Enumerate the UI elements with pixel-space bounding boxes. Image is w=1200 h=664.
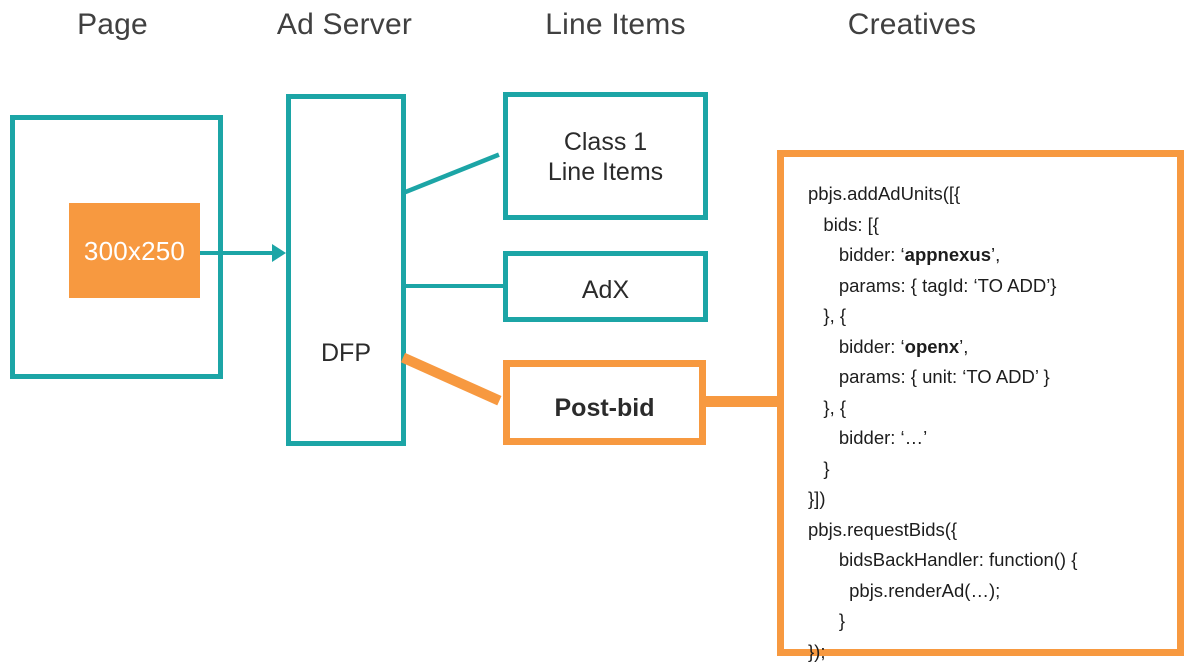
post-bid-box: Post-bid bbox=[503, 360, 706, 445]
dfp-box: DFP bbox=[286, 94, 406, 446]
creative-slot-300x250: 300x250 bbox=[69, 203, 200, 298]
code-line: }, { bbox=[808, 396, 847, 418]
column-header-page: Page bbox=[77, 8, 148, 41]
column-header-creatives: Creatives bbox=[847, 8, 977, 41]
creatives-code-text: pbjs.addAdUnits([{ bids: [{ bidder: ‘app… bbox=[808, 179, 1169, 664]
connector-dfp-to-class1 bbox=[402, 152, 500, 195]
code-line: params: { tagId: ‘TO ADD’} bbox=[808, 274, 1057, 296]
code-line: }, { bbox=[808, 305, 847, 326]
class1-line-items-box: Class 1 Line Items bbox=[503, 92, 708, 220]
code-line: pbjs.addAdUnits([{ bbox=[808, 183, 961, 204]
code-line: bidder: ‘…’ bbox=[808, 427, 928, 448]
column-header-line-items: Line Items bbox=[545, 8, 686, 41]
code-line: }]) bbox=[808, 488, 826, 509]
connector-dfp-to-postbid bbox=[400, 352, 502, 406]
code-line: bids: [{ bbox=[808, 213, 879, 235]
connector-page-to-dfp-line bbox=[200, 251, 282, 255]
connector-dfp-to-postbid-line bbox=[400, 352, 502, 406]
connector-dfp-to-class1-line bbox=[402, 152, 500, 195]
code-line: bidder: ‘openx’, bbox=[808, 335, 969, 357]
adx-label: AdX bbox=[581, 276, 630, 304]
code-bidder-name: openx bbox=[904, 335, 960, 357]
connector-page-to-dfp-arrowhead bbox=[272, 244, 286, 262]
post-bid-label: Post-bid bbox=[554, 394, 655, 422]
code-line: } bbox=[808, 610, 846, 631]
column-header-ad-server: Ad Server bbox=[276, 8, 413, 41]
code-bidder-name: appnexus bbox=[904, 244, 992, 265]
code-line: params: { unit: ‘TO ADD’ } bbox=[808, 366, 1050, 387]
code-line: } bbox=[808, 457, 830, 479]
code-line: bidsBackHandler: function() { bbox=[808, 549, 1078, 570]
creative-slot-label: 300x250 bbox=[83, 235, 186, 266]
code-line: }); bbox=[808, 640, 826, 662]
creatives-code-panel: pbjs.addAdUnits([{ bids: [{ bidder: ‘app… bbox=[777, 150, 1184, 662]
code-line: pbjs.requestBids({ bbox=[808, 518, 958, 540]
dfp-box-label: DFP bbox=[321, 339, 371, 367]
connector-dfp-to-adx bbox=[404, 284, 506, 288]
adx-box: AdX bbox=[503, 251, 708, 322]
code-line: bidder: ‘appnexus’, bbox=[808, 244, 1001, 265]
connector-postbid-to-creatives bbox=[703, 396, 783, 407]
code-line: pbjs.renderAd(…); bbox=[808, 579, 1001, 601]
class1-line-items-label: Class 1 Line Items bbox=[547, 128, 664, 186]
